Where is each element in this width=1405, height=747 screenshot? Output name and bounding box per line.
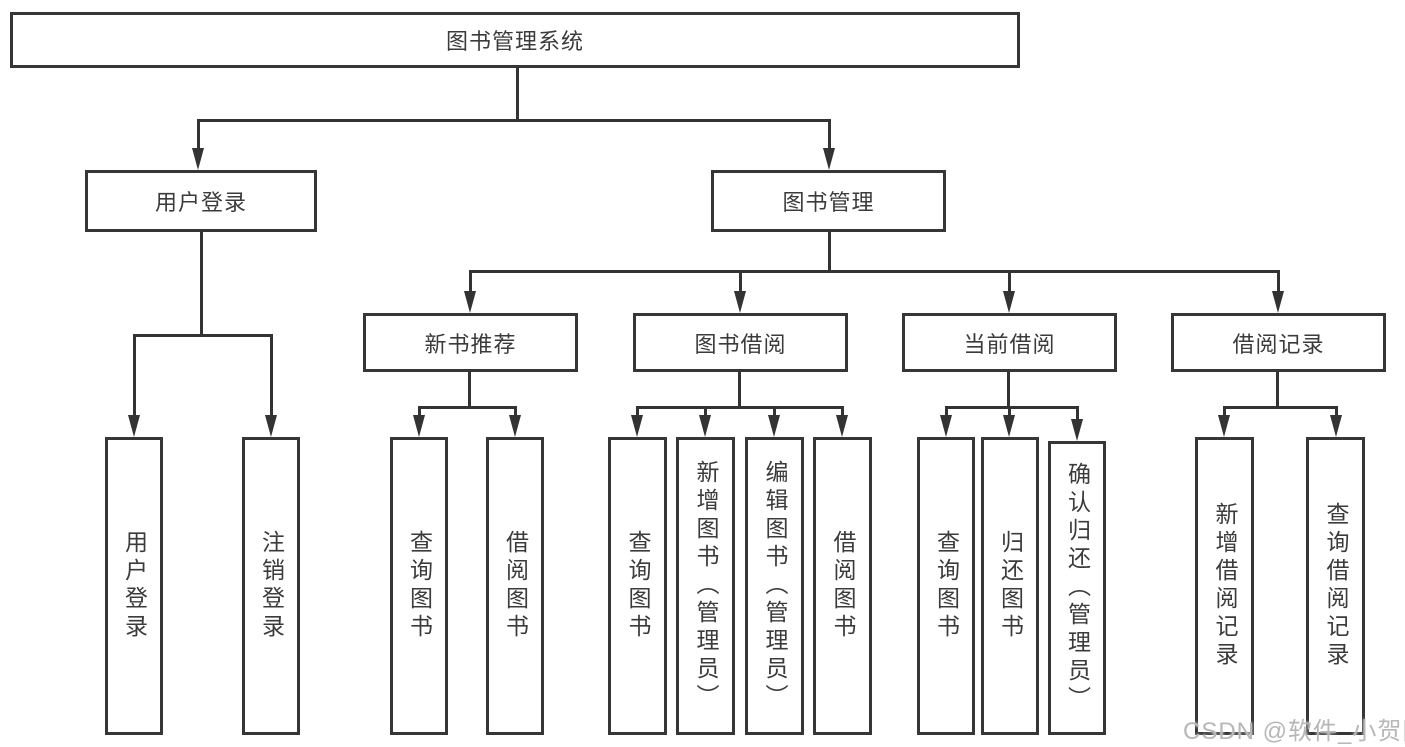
arrow-down-icon xyxy=(128,334,140,437)
leaf-label: 编辑图书（管理员） xyxy=(762,460,788,712)
node-current-borrow: 当前借阅 xyxy=(902,313,1117,372)
node-book-borrow: 图书借阅 xyxy=(633,313,848,372)
node-borrow-record-label: 借阅记录 xyxy=(1232,331,1325,357)
leaf-confirm-return-admin: 确认归还（管理员） xyxy=(1048,441,1106,735)
node-book-management: 图书管理 xyxy=(711,170,946,232)
arrow-down-icon xyxy=(940,406,952,437)
leaf-return-book: 归还图书 xyxy=(981,437,1039,735)
arrow-down-icon xyxy=(464,270,476,313)
leaf-label: 查询图书 xyxy=(933,530,960,642)
node-new-book-recommend: 新书推荐 xyxy=(363,313,578,372)
arrow-down-icon xyxy=(1272,270,1284,313)
node-new-book-recommend-label: 新书推荐 xyxy=(424,331,517,357)
connector-line xyxy=(197,119,830,122)
leaf-add-borrow-record: 新增借阅记录 xyxy=(1195,437,1254,735)
node-user-login: 用户登录 xyxy=(85,170,317,232)
connector-line xyxy=(636,406,842,409)
leaf-label: 归还图书 xyxy=(997,530,1024,642)
arrow-down-icon xyxy=(768,406,780,437)
connector-line xyxy=(200,232,203,334)
arrow-down-icon xyxy=(1071,406,1083,441)
leaf-label: 用户登录 xyxy=(121,530,148,642)
leaf-query-borrow-record: 查询借阅记录 xyxy=(1306,437,1365,735)
arrow-down-icon xyxy=(509,406,521,437)
connector-line xyxy=(1276,372,1279,406)
leaf-label: 确认归还（管理员） xyxy=(1064,462,1091,714)
leaf-query-book-recommend: 查询图书 xyxy=(390,437,448,735)
node-borrow-record: 借阅记录 xyxy=(1171,313,1386,372)
leaf-label: 借阅图书 xyxy=(502,530,529,642)
leaf-label: 查询借阅记录 xyxy=(1323,502,1349,670)
connector-line xyxy=(828,232,831,270)
node-root-label: 图书管理系统 xyxy=(445,29,584,54)
watermark: CSDN @软件_小贺同学 xyxy=(1183,718,1405,745)
connector-line xyxy=(945,406,1077,409)
connector-line xyxy=(516,68,519,119)
connector-line xyxy=(738,372,741,406)
leaf-label: 注销登录 xyxy=(258,530,285,642)
leaf-label: 借阅图书 xyxy=(830,530,856,642)
arrow-down-icon xyxy=(413,406,425,437)
leaf-label: 查询图书 xyxy=(625,530,651,642)
leaf-label: 查询图书 xyxy=(406,530,433,642)
arrow-down-icon xyxy=(734,270,746,313)
arrow-down-icon xyxy=(699,406,711,437)
arrow-down-icon xyxy=(192,119,204,170)
leaf-add-book-admin: 新增图书（管理员） xyxy=(676,437,735,735)
leaf-label: 新增图书（管理员） xyxy=(693,460,719,712)
node-root: 图书管理系统 xyxy=(10,12,1020,68)
connector-line xyxy=(468,372,471,406)
node-current-borrow-label: 当前借阅 xyxy=(963,331,1056,357)
leaf-query-book-borrow: 查询图书 xyxy=(608,437,667,735)
arrow-down-icon xyxy=(836,406,848,437)
leaf-query-book-current: 查询图书 xyxy=(917,437,975,735)
leaf-logout: 注销登录 xyxy=(242,437,300,735)
node-book-management-label: 图书管理 xyxy=(782,190,875,215)
connector-line xyxy=(133,334,272,337)
node-user-login-label: 用户登录 xyxy=(154,190,247,215)
leaf-label: 新增借阅记录 xyxy=(1212,502,1238,670)
connector-line xyxy=(1223,406,1336,409)
leaf-edit-book-admin: 编辑图书（管理员） xyxy=(745,437,804,735)
arrow-down-icon xyxy=(1330,406,1342,437)
connector-line xyxy=(469,270,1279,273)
arrow-down-icon xyxy=(1003,406,1015,437)
leaf-borrow-book-recommend: 借阅图书 xyxy=(486,437,544,735)
arrow-down-icon xyxy=(631,406,643,437)
leaf-user-login: 用户登录 xyxy=(105,437,163,735)
leaf-borrow-book: 借阅图书 xyxy=(813,437,872,735)
arrow-down-icon xyxy=(1218,406,1230,437)
arrow-down-icon xyxy=(823,119,835,170)
arrow-down-icon xyxy=(265,334,277,437)
connector-line xyxy=(418,406,516,409)
arrow-down-icon xyxy=(1003,270,1015,313)
connector-line xyxy=(1007,372,1010,406)
node-book-borrow-label: 图书借阅 xyxy=(694,331,787,357)
